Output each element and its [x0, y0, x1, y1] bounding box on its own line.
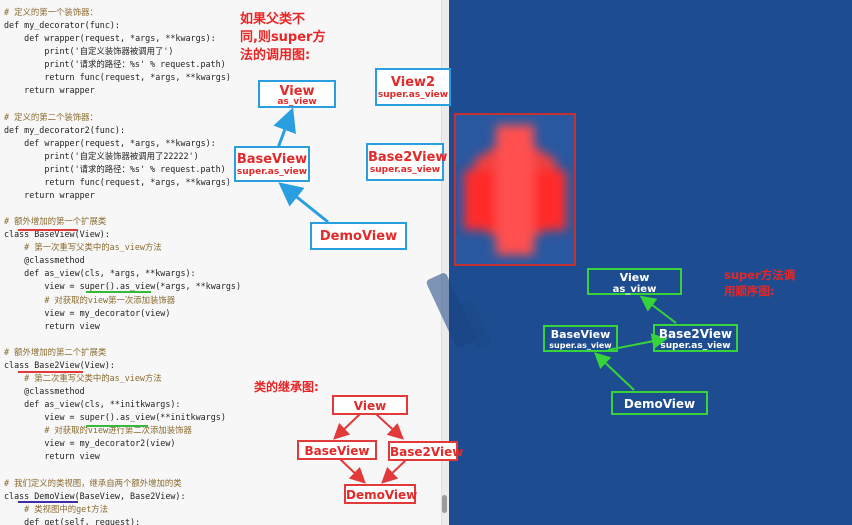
callgraph-baseview-title: BaseView	[236, 152, 308, 167]
callgraph-view-node: View as_view	[258, 80, 336, 108]
code-line: # 对获取的view第一次添加装饰器	[4, 294, 176, 305]
callgraph-base2view-node: Base2View super.as_view	[366, 143, 448, 181]
callgraph-base2view-title: Base2View	[368, 150, 448, 165]
code-underline	[86, 291, 151, 293]
superorder-baseview-sub: super.as_view	[549, 341, 612, 350]
annotation-super-order-line1: super方法调	[724, 268, 796, 282]
code-line: view = my_decorator2(view)	[4, 438, 176, 449]
code-line: print('自定义装饰器被调用了22222')	[4, 150, 199, 161]
code-underline	[18, 229, 78, 231]
code-line: # 类视图中的get方法	[4, 503, 109, 514]
code-line: return func(request, *args, **kwargs)	[4, 72, 231, 83]
code-line: return wrapper	[4, 85, 95, 96]
code-line: # 我们定义的类视图，继承自两个额外增加的类	[4, 477, 182, 488]
annotation-super-order-line2: 用顺序图:	[724, 284, 775, 298]
code-line: def as_view(cls, **initkwargs):	[4, 399, 181, 410]
annotation-inheritance-title: 类的继承图:	[254, 380, 319, 394]
code-line: # 定义的第二个装饰器：	[4, 111, 98, 122]
inheritance-baseview-title: BaseView	[304, 444, 370, 458]
code-editor[interactable]: # 定义的第一个装饰器： def my_decorator(func): def …	[0, 0, 441, 525]
code-line: def get(self, request):	[4, 516, 141, 525]
code-line: print('请求的路径：%s' % request.path)	[4, 59, 226, 70]
annotation-different-parent-line3: 法的调用图:	[240, 48, 311, 63]
inheritance-view-node: View	[332, 395, 408, 415]
code-line: # 定义的第一个装饰器：	[4, 7, 98, 17]
code-line: return view	[4, 451, 100, 462]
code-line: def wrapper(request, *args, **kwargs):	[4, 137, 216, 148]
code-line: def wrapper(request, *args, **kwargs):	[4, 33, 216, 44]
code-line: # 第一次重写父类中的as_view方法	[4, 242, 162, 253]
inheritance-base2view-node: Base2View	[388, 441, 464, 461]
superorder-baseview-title: BaseView	[550, 328, 611, 341]
code-line: @classmethod	[4, 255, 85, 266]
callgraph-demoview-node: DemoView	[310, 222, 407, 250]
arrow-baseview-to-view	[273, 107, 296, 149]
superorder-base2view-title: Base2View	[658, 327, 733, 341]
code-line: view = super().as_view(*args, **kwargs)	[4, 281, 241, 292]
code-underline	[86, 425, 148, 427]
superorder-demoview-node: DemoView	[611, 391, 708, 415]
code-line: return wrapper	[4, 189, 95, 200]
superorder-baseview-node: BaseView super.as_view	[543, 325, 618, 352]
callgraph-baseview-node: BaseView super.as_view	[234, 146, 310, 182]
superorder-view-node: View as_view	[587, 268, 682, 295]
arrow-view-to-base2view	[375, 413, 404, 440]
scrollbar-thumb[interactable]	[442, 495, 447, 513]
callgraph-view2-sub: super.as_view	[377, 90, 449, 100]
code-line: class DemoView(BaseView, Base2View):	[4, 490, 186, 501]
code-line: return view	[4, 320, 100, 331]
superorder-view-title: View	[619, 271, 650, 284]
code-line: class Base2View(View):	[4, 359, 115, 370]
code-line: # 对获取的view进行第二次添加装饰器	[4, 425, 192, 436]
arrow-demoview-to-baseview-green	[594, 352, 635, 391]
inheritance-baseview-node: BaseView	[297, 440, 377, 460]
code-line: @classmethod	[4, 386, 85, 397]
superorder-view-sub: as_view	[612, 284, 657, 295]
annotation-different-parent-line1: 如果父类不	[240, 12, 306, 27]
code-line: # 第二次重写父类中的as_view方法	[4, 372, 162, 383]
arrow-demoview-to-baseview	[278, 182, 329, 224]
code-underline	[18, 371, 83, 373]
superorder-base2view-sub: super.as_view	[660, 341, 731, 351]
code-line: # 额外增加的第二个扩展类	[4, 346, 107, 357]
code-line: print('请求的路径：%s' % request.path)	[4, 163, 226, 174]
code-line: print('自定义装饰器被调用了')	[4, 46, 174, 57]
callgraph-demoview-title: DemoView	[319, 229, 398, 244]
code-line: view = super().as_view(**initkwargs)	[4, 412, 226, 423]
annotation-different-parent-line2: 同,则super方	[240, 30, 326, 45]
arrow-base2view-to-demoview	[381, 459, 407, 484]
arrow-baseview-to-demoview	[339, 458, 366, 484]
arrow-view-to-baseview	[333, 413, 361, 440]
callgraph-baseview-sub: super.as_view	[236, 167, 308, 177]
callgraph-view-title: View	[279, 84, 315, 99]
code-line: # 额外增加的第一个扩展类	[4, 216, 107, 227]
inheritance-base2view-title: Base2View	[390, 445, 464, 459]
blurred-image	[454, 113, 576, 266]
code-line: return func(request, *args, **kwargs)	[4, 176, 231, 187]
callgraph-view2-title: View2	[390, 75, 436, 90]
code-line: def as_view(cls, *args, **kwargs):	[4, 268, 196, 279]
code-line: def my_decorator(func):	[4, 20, 120, 31]
inheritance-demoview-title: DemoView	[346, 488, 418, 502]
code-underline	[18, 501, 78, 503]
callgraph-base2view-sub: super.as_view	[369, 165, 441, 175]
code-line: def my_decorator2(func):	[4, 124, 126, 135]
blurred-shape-icon	[464, 125, 566, 255]
callgraph-view2-node: View2 super.as_view	[375, 68, 451, 106]
inheritance-demoview-node: DemoView	[344, 484, 418, 504]
superorder-base2view-node: Base2View super.as_view	[653, 324, 738, 352]
code-line: class BaseView(View):	[4, 229, 110, 240]
superorder-demoview-title: DemoView	[623, 397, 696, 411]
code-line: view = my_decorator(view)	[4, 307, 171, 318]
callgraph-view-sub: as_view	[277, 97, 317, 107]
arrow-base2view-to-view-green	[639, 295, 677, 324]
vertical-scrollbar[interactable]	[441, 0, 450, 525]
inheritance-view-title: View	[353, 399, 387, 413]
